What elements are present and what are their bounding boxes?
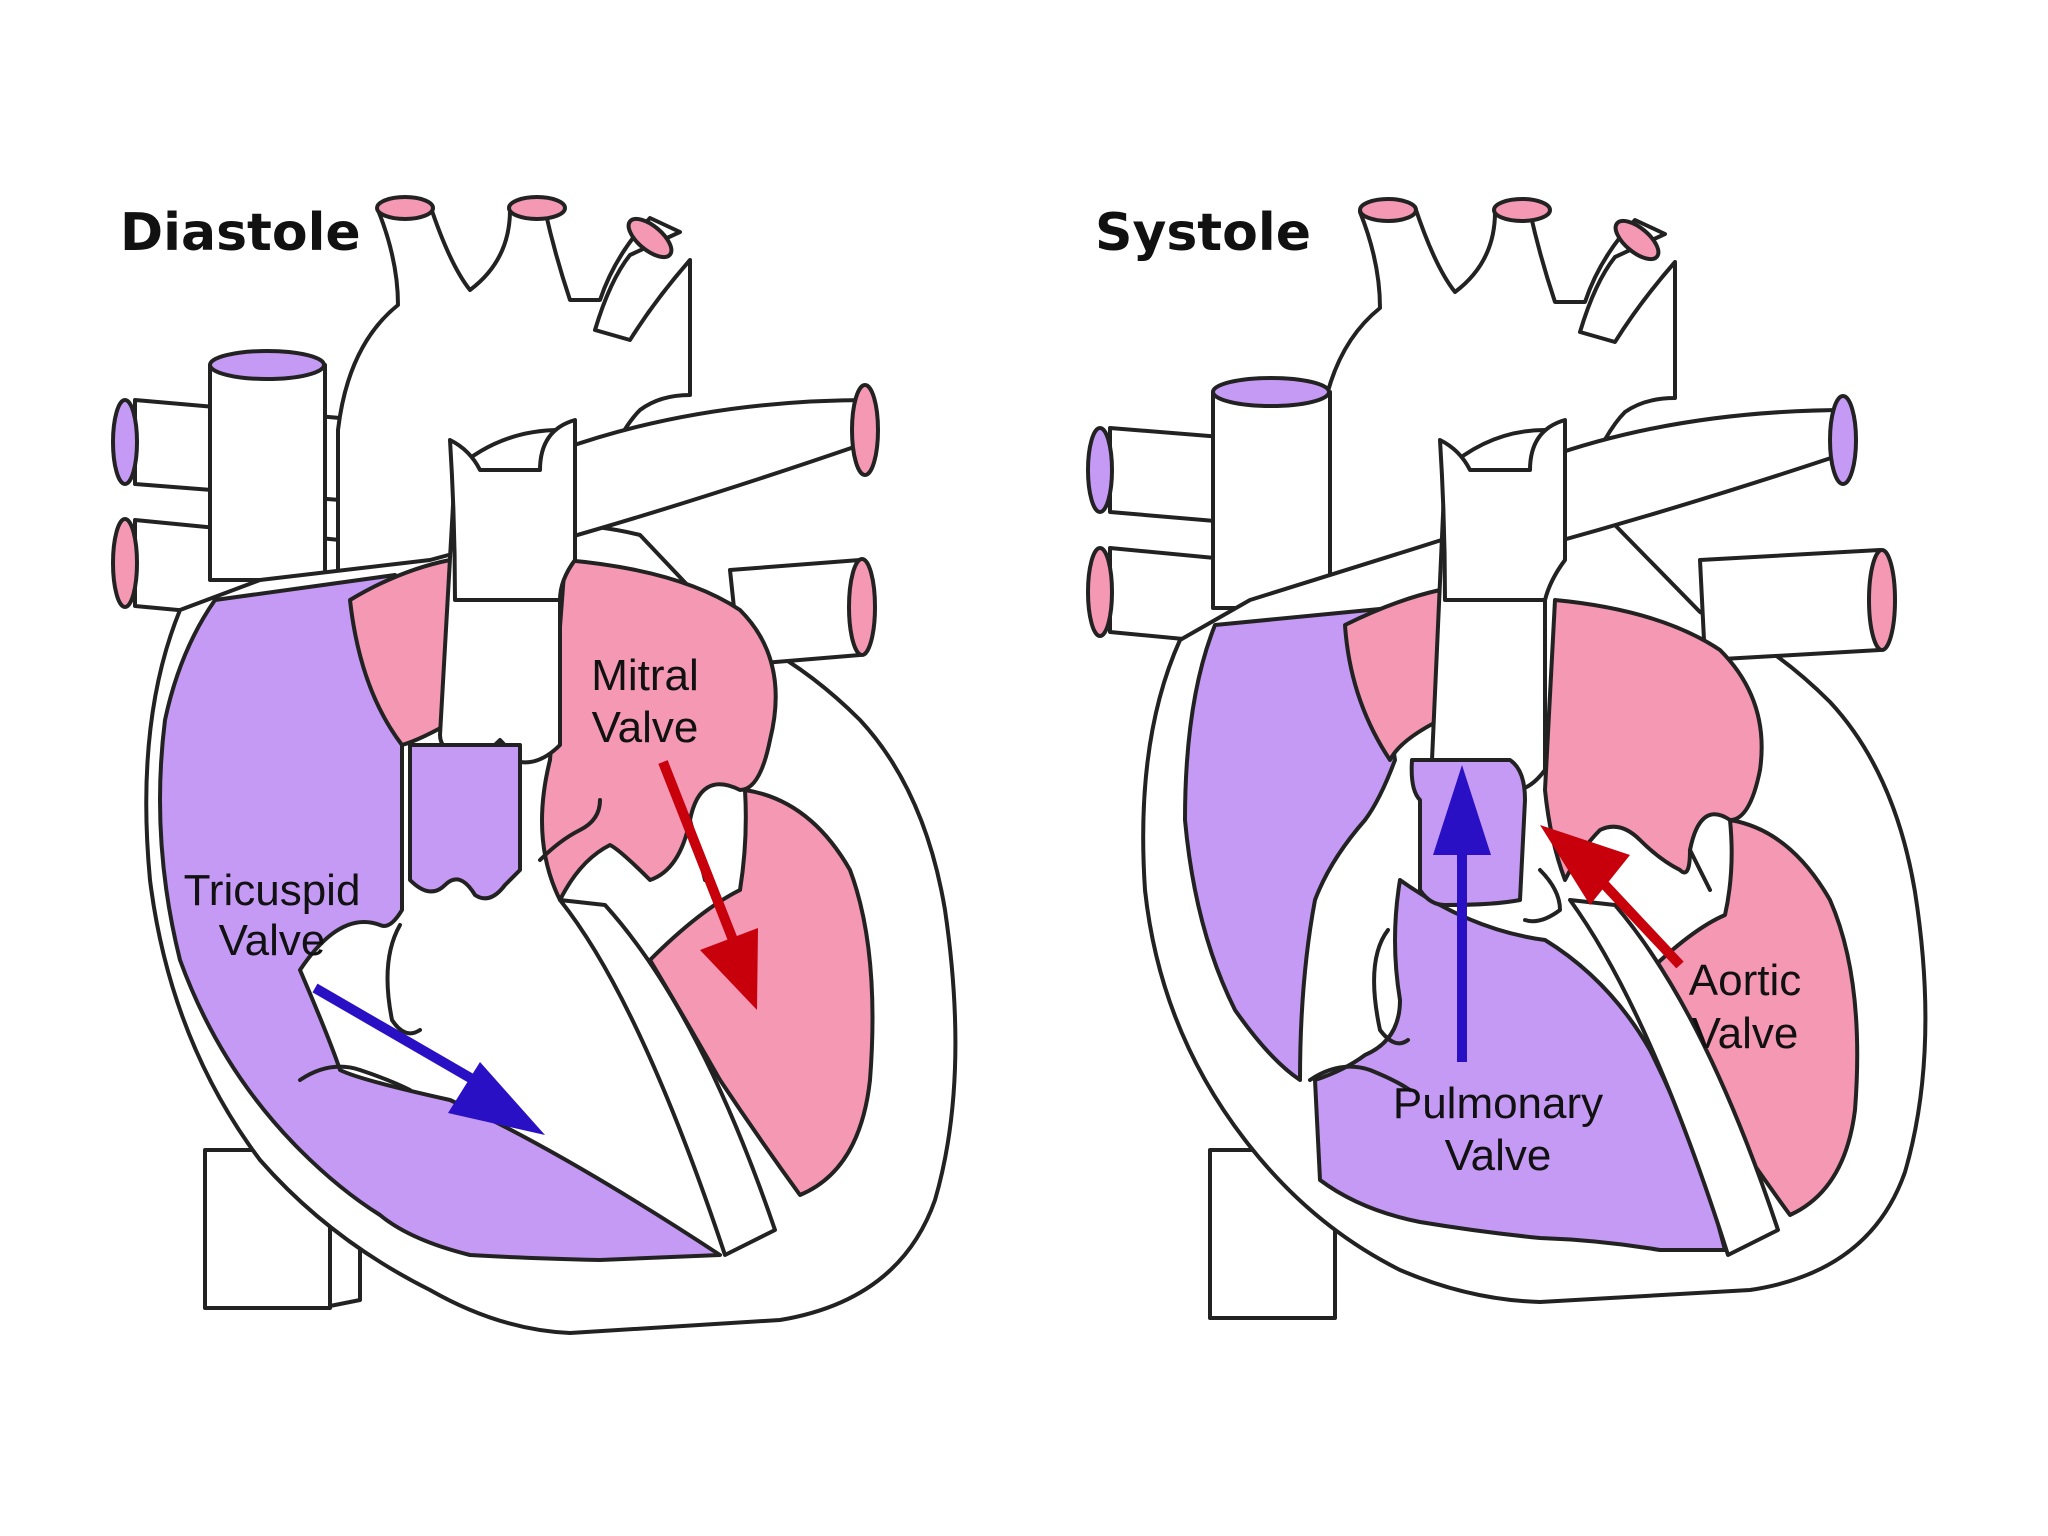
panel-diastole: Diastole Tricuspid Valve Mitral Valve xyxy=(113,197,955,1333)
aortic-valve-label-line1: Aortic xyxy=(1689,956,1801,1005)
diastole-title: Diastole xyxy=(120,203,361,263)
aortic-valve-label-line2: Valve xyxy=(1692,1009,1799,1058)
tricuspid-valve-label-line2: Valve xyxy=(219,916,326,965)
mitral-valve-label-line1: Mitral xyxy=(591,651,699,700)
pulmonary-valve-label-line2: Valve xyxy=(1445,1131,1552,1180)
mitral-valve-label-line2: Valve xyxy=(592,703,699,752)
superior-vena-cava xyxy=(210,365,325,580)
panel-systole: Systole Pulmonary Valve Aortic Valve xyxy=(1088,199,1925,1318)
systole-title: Systole xyxy=(1095,203,1311,263)
pulmonary-valve-label-line1: Pulmonary xyxy=(1393,1079,1603,1128)
tricuspid-valve-label-line1: Tricuspid xyxy=(184,866,361,915)
